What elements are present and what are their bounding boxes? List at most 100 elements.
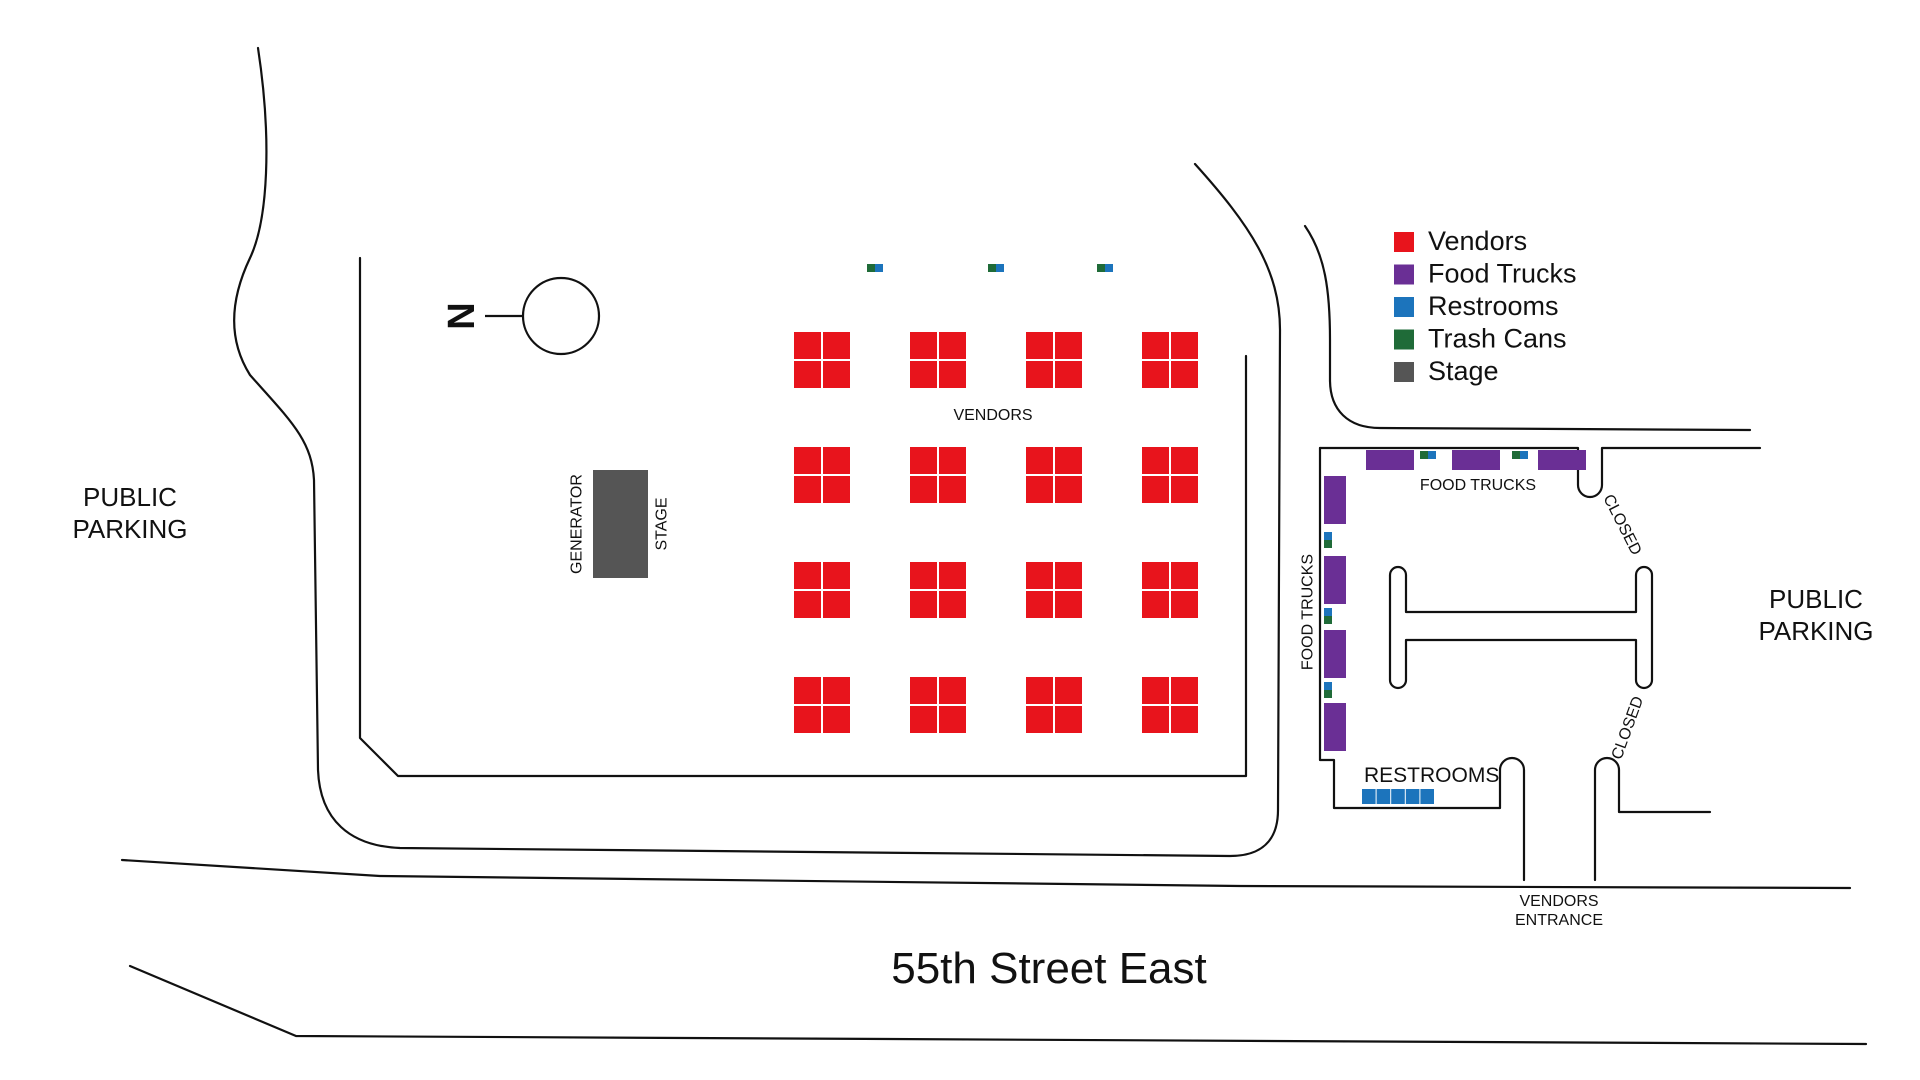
recycle-bin [1520, 451, 1528, 459]
vendor-tent [1055, 476, 1082, 503]
trash-can-pair [1512, 451, 1528, 459]
road-outlines [120, 46, 1868, 1046]
vendor-booth [1026, 562, 1082, 618]
vendor-tent [794, 332, 821, 359]
legend-label: Stage [1428, 356, 1499, 386]
trash-can [1324, 616, 1332, 624]
vendor-tent [1026, 476, 1053, 503]
vendor-booth [1142, 562, 1198, 618]
vendor-tent [1055, 361, 1082, 388]
restroom-unit [1391, 789, 1405, 804]
food-trucks [1324, 450, 1586, 751]
vendor-tent [939, 476, 966, 503]
restroom-units [1362, 789, 1434, 804]
east-island [1388, 565, 1654, 690]
west-curb [233, 46, 1282, 858]
vendor-tent [1055, 447, 1082, 474]
vendor-tent [910, 677, 937, 704]
closed-gate-top-label: CLOSED [1599, 492, 1644, 558]
north-compass: N [441, 276, 601, 356]
closed-gate-bottom-label: CLOSED [1609, 694, 1647, 762]
vendor-tent [1026, 447, 1053, 474]
vendor-booth [1026, 677, 1082, 733]
recycle-bin [1324, 682, 1332, 690]
legend-item: Trash Cans [1394, 324, 1567, 354]
vendor-tent [823, 591, 850, 618]
vendor-trash-cans [867, 264, 1113, 272]
vendor-tent [1171, 591, 1198, 618]
north-east-curb [1303, 224, 1752, 432]
food-truck [1324, 556, 1346, 604]
legend-label: Restrooms [1428, 291, 1559, 321]
legend-item: Restrooms [1394, 291, 1559, 321]
legend-swatch [1394, 297, 1414, 317]
east-lot-top-edge [1318, 446, 1762, 499]
vendor-booth [1026, 447, 1082, 503]
stage-area: GENERATOR STAGE [569, 470, 671, 578]
trash-can-pair [1097, 264, 1113, 272]
public-parking-east: PUBLIC PARKING [1758, 584, 1873, 646]
vendor-tent [1142, 476, 1169, 503]
street-north-edge [120, 858, 1852, 890]
vendor-booth [794, 332, 850, 388]
vendor-tent [794, 706, 821, 733]
vendor-tent [939, 591, 966, 618]
trash-can [1097, 264, 1105, 272]
vendor-tent [823, 361, 850, 388]
trash-can-pair [1420, 451, 1436, 459]
vendor-booth [910, 562, 966, 618]
food-truck [1452, 450, 1500, 470]
vendor-tent [1171, 706, 1198, 733]
east-entrance-right [1593, 756, 1712, 882]
legend-item: Vendors [1394, 226, 1527, 256]
vendor-tent [1026, 677, 1053, 704]
recycle-bin [1324, 608, 1332, 616]
food-truck [1324, 703, 1346, 751]
food-truck [1366, 450, 1414, 470]
compass-north-label: N [441, 302, 483, 329]
vendor-tent [1026, 562, 1053, 589]
vendor-tent [910, 332, 937, 359]
recycle-bin [875, 264, 883, 272]
vendor-tent [1171, 361, 1198, 388]
vendor-tent [794, 476, 821, 503]
legend-item: Food Trucks [1394, 259, 1577, 289]
vendor-tent [910, 591, 937, 618]
trash-can-pair [1324, 682, 1332, 698]
east-lot-outline [1318, 446, 1526, 882]
vendor-tent [1026, 706, 1053, 733]
restrooms-label: RESTROOMS [1364, 764, 1499, 787]
food-truck [1324, 476, 1346, 524]
vendors-label: VENDORS [953, 407, 1032, 424]
vendor-tent [794, 447, 821, 474]
vendor-booth [1142, 447, 1198, 503]
vendor-booth [794, 677, 850, 733]
vendor-tent [794, 562, 821, 589]
restroom-unit [1420, 789, 1434, 804]
vendor-tent [823, 706, 850, 733]
food-truck [1324, 630, 1346, 678]
recycle-bin [1324, 532, 1332, 540]
vendor-tent [823, 332, 850, 359]
parking-east-line-2: PARKING [1758, 616, 1873, 646]
vendor-tent [1142, 332, 1169, 359]
vendor-tent [1026, 361, 1053, 388]
legend-swatch [1394, 264, 1414, 285]
vendor-tent [910, 361, 937, 388]
recycle-bin [996, 264, 1004, 272]
recycle-bin [1105, 264, 1113, 272]
compass-circle-icon [521, 276, 601, 356]
food-trucks-side-label: FOOD TRUCKS [1300, 554, 1317, 670]
vendor-tent [794, 591, 821, 618]
vendor-tent [939, 677, 966, 704]
vendor-tent [1142, 562, 1169, 589]
trash-can [1420, 451, 1428, 459]
trash-can [1324, 540, 1332, 548]
stage-block [593, 470, 648, 578]
vendor-booth [910, 332, 966, 388]
legend-label: Vendors [1428, 226, 1527, 256]
vendor-tent [1171, 677, 1198, 704]
vendor-tent [1026, 332, 1053, 359]
